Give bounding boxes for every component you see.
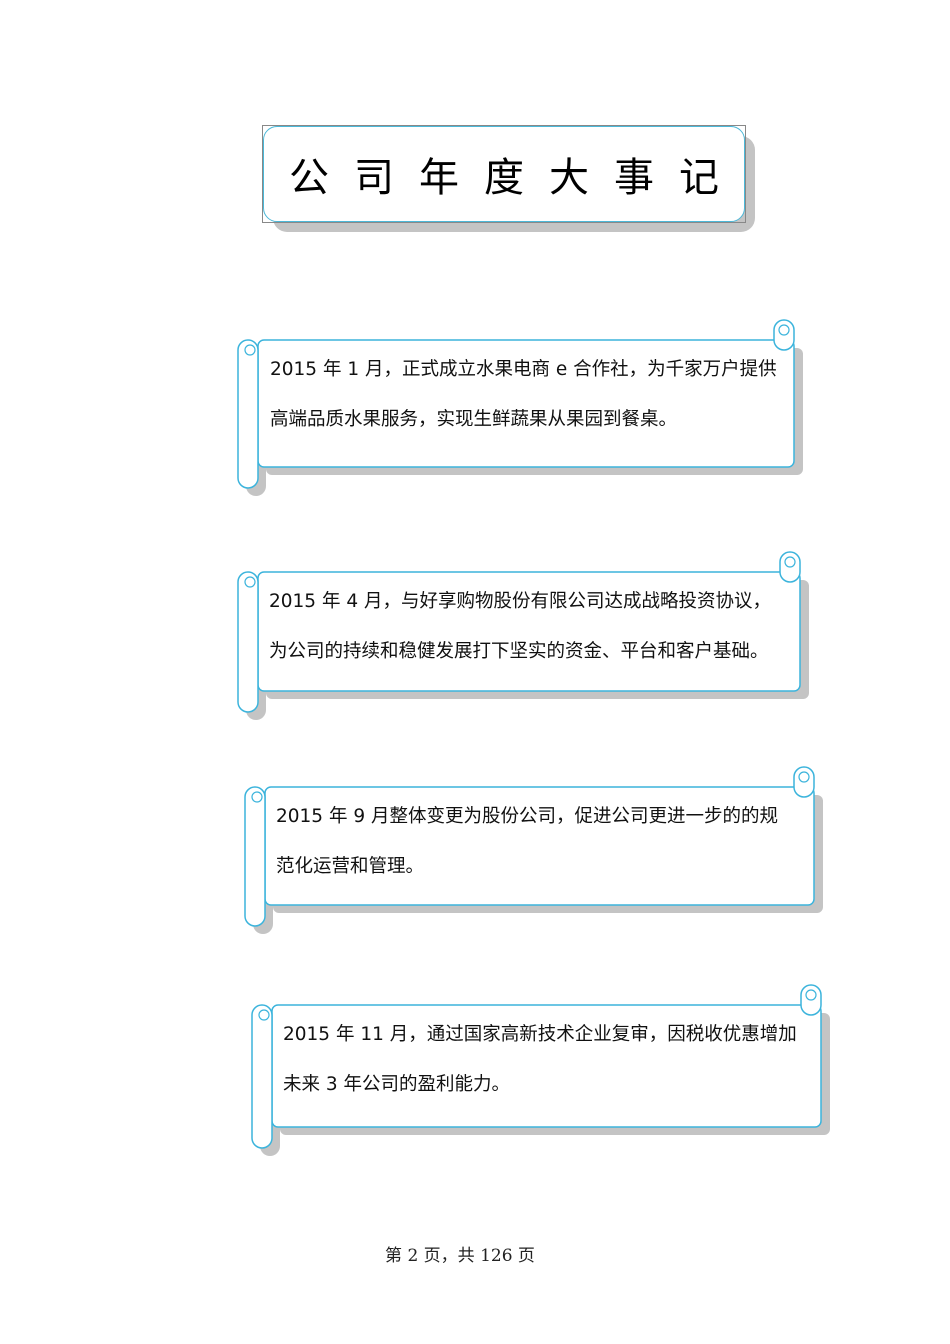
title-banner: 公司年度大事记 [262, 125, 755, 232]
scroll-shape [244, 766, 823, 934]
event-1-line-2: 高端品质水果服务，实现生鲜蔬果从果园到餐桌。 [270, 409, 678, 430]
event-4-line-1: 2015 年 11 月，通过国家高新技术企业复审，因税收优惠增加 [283, 1024, 797, 1045]
event-4-line-2: 未来 3 年公司的盈利能力。 [283, 1074, 511, 1095]
scroll-shape [251, 984, 830, 1156]
event-3-line-2: 范化运营和管理。 [276, 856, 425, 877]
event-1-line-1: 2015 年 1 月，正式成立水果电商 e 合作社，为千家万户提供 [270, 359, 777, 380]
event-2-line-1: 2015 年 4 月，与好享购物股份有限公司达成战略投资协议， [269, 591, 771, 612]
title-box: 公司年度大事记 [263, 126, 745, 222]
scroll-shape [237, 319, 803, 496]
event-3-line-1: 2015 年 9 月整体变更为股份公司，促进公司更进一步的的规 [276, 806, 778, 827]
scroll-shape [237, 551, 809, 720]
event-2-line-2: 为公司的持续和稳健发展打下坚实的资金、平台和客户基础。 [269, 641, 769, 662]
page-footer: 第 2 页，共 126 页 [385, 1246, 535, 1266]
page-title: 公司年度大事记 [289, 155, 744, 201]
